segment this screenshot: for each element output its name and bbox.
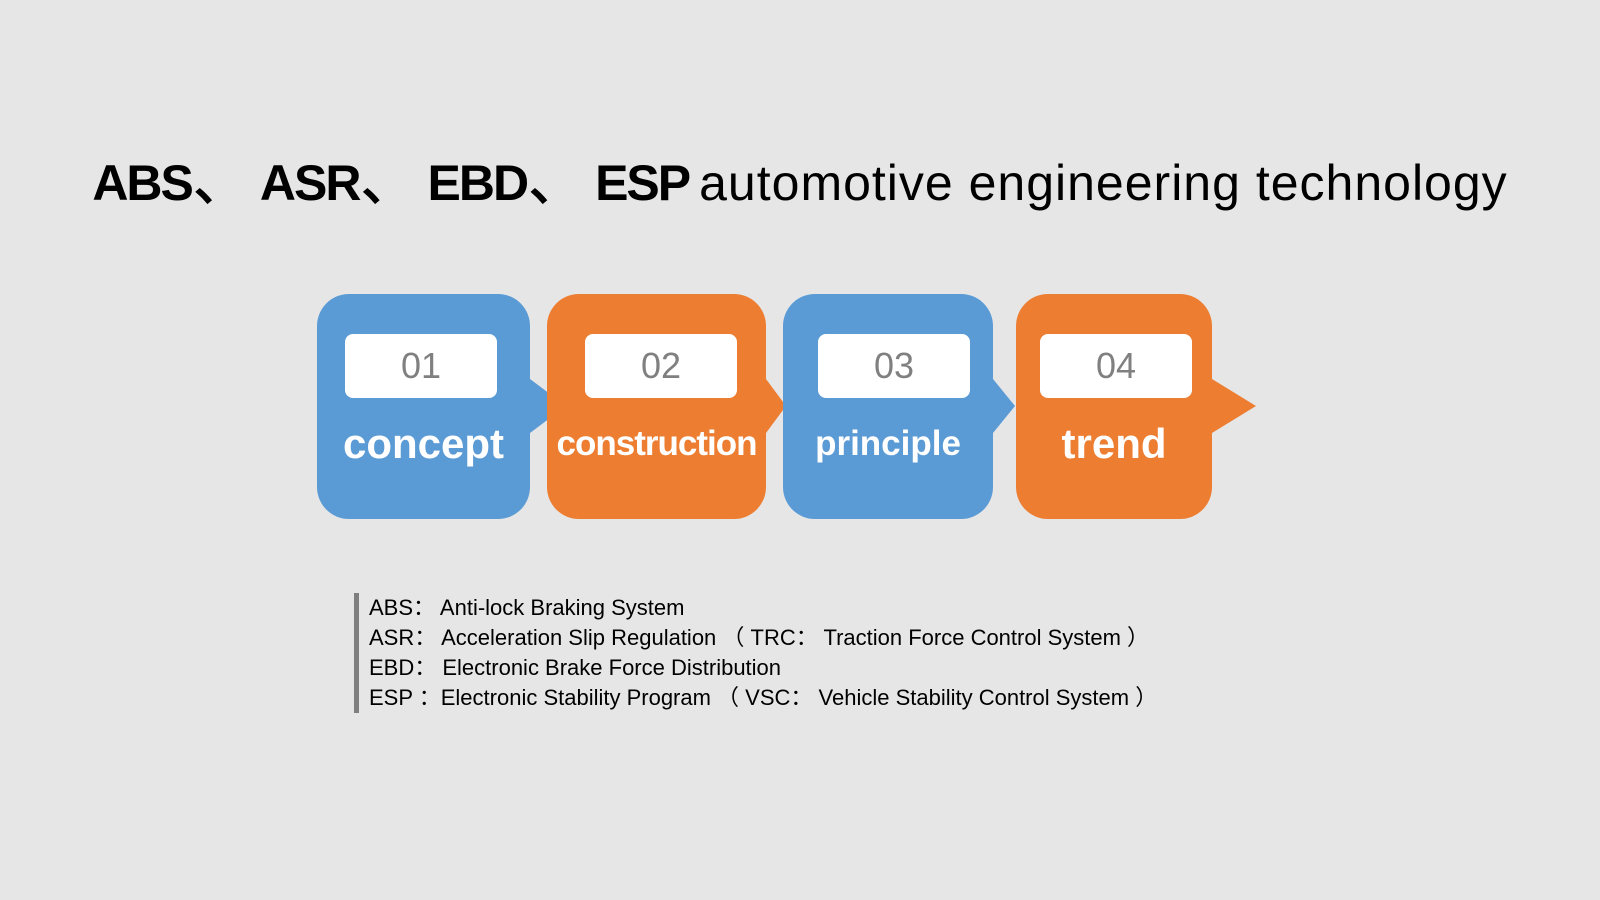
step-trend: 04 trend	[1016, 294, 1256, 519]
step-principle: 03 principle	[783, 294, 1015, 519]
title-ebd: EBD	[427, 155, 529, 211]
title-separator: 、	[361, 155, 412, 211]
note-esp: ESP ：Electronic Stability Program （ VSC：…	[369, 685, 1158, 710]
title-asr: ASR	[259, 155, 362, 211]
title-esp: ESP	[595, 155, 691, 211]
step-label: concept	[342, 420, 505, 467]
arrow-right-icon	[766, 379, 786, 433]
step-label: principle	[815, 424, 961, 463]
note-ebd: EBD： Electronic Brake Force Distribution	[369, 655, 782, 680]
arrow-right-icon	[1212, 379, 1256, 433]
abbreviation-notes: ABS： Anti-lock Braking System ASR： Accel…	[354, 593, 1157, 713]
arrow-right-icon	[993, 379, 1015, 433]
step-label: construction	[556, 424, 758, 463]
step-number: 04	[1040, 334, 1192, 398]
note-asr: ASR： Acceleration Slip Regulation （ TRC：…	[369, 625, 1150, 650]
step-number: 02	[585, 334, 737, 398]
step-number: 01	[345, 334, 497, 398]
title-separator: 、	[193, 155, 244, 211]
note-abs: ABS： Anti-lock Braking System	[369, 595, 685, 620]
title-rest: automotive engineering technology	[699, 155, 1508, 211]
step-construction: 02 construction	[547, 294, 786, 519]
step-number: 03	[818, 334, 970, 398]
title-abs: ABS	[92, 155, 194, 211]
step-concept: 01 concept	[317, 294, 566, 519]
title-separator: 、	[529, 155, 580, 211]
step-label: trend	[1061, 420, 1167, 467]
